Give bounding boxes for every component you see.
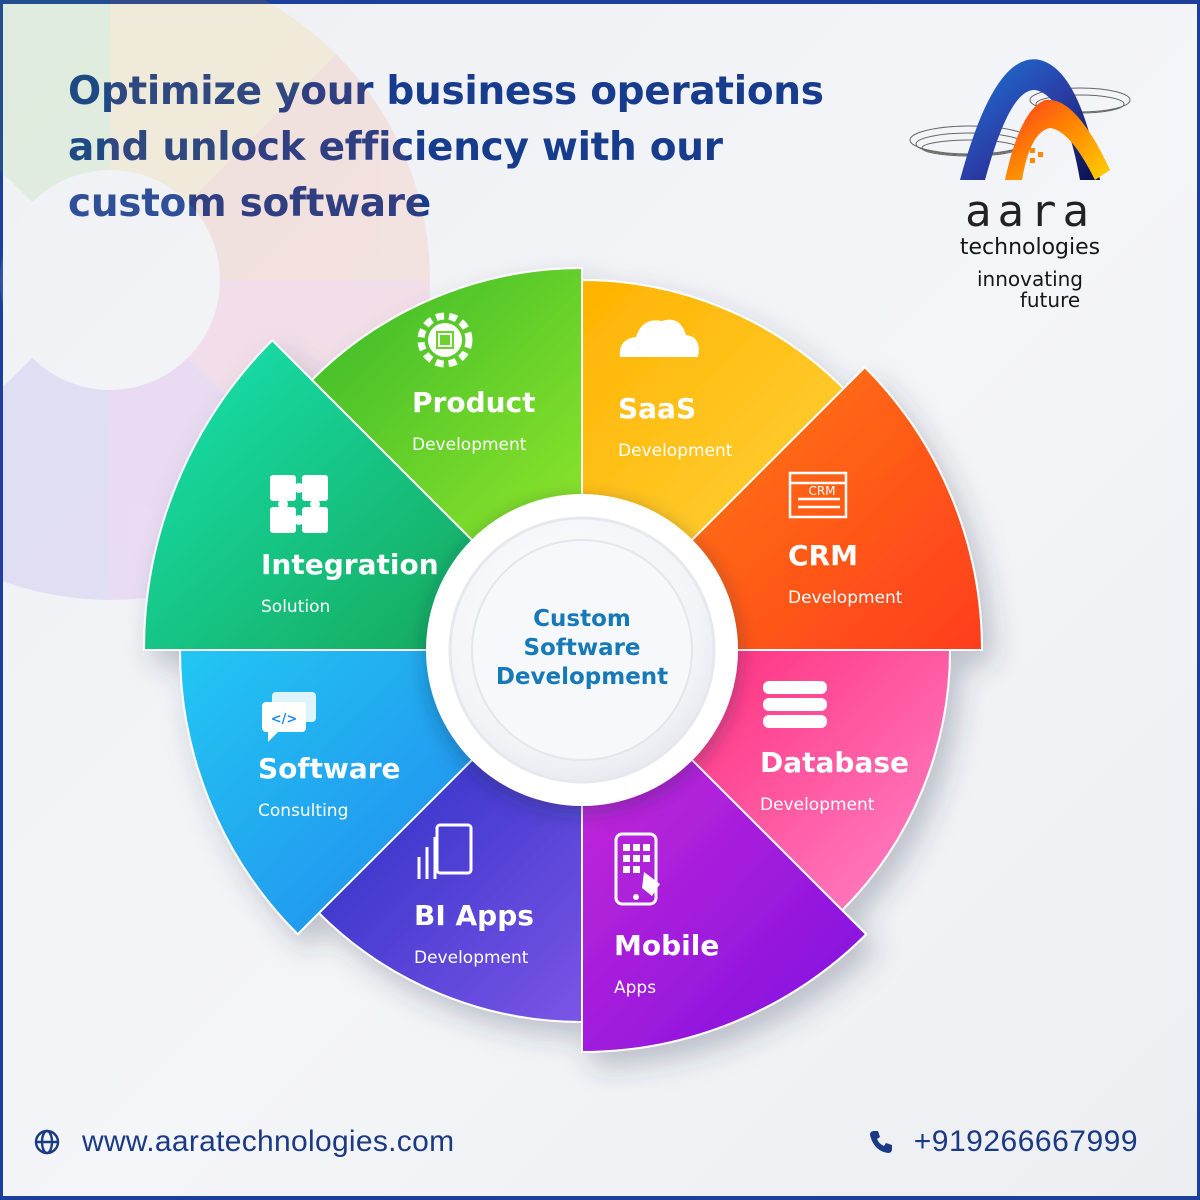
segment-labels: SaaSDevelopmentCRMCRMDevelopmentDatabase… [258,312,909,998]
segment-subtitle: Development [414,948,529,968]
mobile-touch-icon [614,832,660,906]
footer-website[interactable]: www.aaratechnologies.com [34,1120,454,1164]
segment-title: Mobile [614,929,719,962]
segment-title: Software [258,752,401,785]
svg-text:</>: </> [271,712,298,727]
bi-chart-icon [417,823,473,879]
segment-subtitle: Development [618,441,733,461]
cloud-icon [619,319,699,357]
segment-subtitle: Consulting [258,801,348,821]
globe-icon [34,1129,60,1155]
segment-subtitle: Development [412,435,527,455]
center-hub [426,494,738,806]
logo-sub: technologies [959,235,1101,260]
segment-title: SaaS [618,392,696,425]
logo-brand: aara [965,186,1095,237]
logo-tagline-1: innovating [976,267,1083,291]
headline-line-2: and unlock efficiency with our [68,125,723,170]
database-icon [763,681,827,728]
center-line-1: Custom [533,606,631,632]
code-chat-icon: </> [262,692,316,742]
frame-border-left [0,0,3,1200]
segment-title: Product [412,386,536,419]
center-line-3: Development [496,664,668,690]
segment-title: Integration [261,548,439,581]
footer-phone[interactable]: +919266667999 [868,1120,1138,1164]
segment-subtitle: Solution [261,597,330,617]
crm-icon-text: CRM [808,484,835,498]
phone-icon [869,1131,892,1153]
center-line-2: Software [523,635,640,661]
website-text[interactable]: www.aaratechnologies.com [82,1125,455,1158]
logo-wordmark: aara technologies innovating future [915,186,1145,312]
headline-line-3: custom software [68,176,808,232]
puzzle-icon [270,475,328,533]
headline: Optimize your business operations and un… [68,64,824,232]
phone-text[interactable]: +919266667999 [913,1125,1138,1158]
segment-subtitle: Apps [614,978,656,998]
center-label: Custom Software Development [496,606,668,690]
logo-tagline-2: future [1019,288,1081,312]
segment-subtitle: Development [788,588,903,608]
crm-window-icon: CRM [788,471,848,519]
segment-title: Database [760,746,909,779]
aara-logo-graphic [909,59,1131,180]
frame-border-right [1197,0,1200,1200]
segment-subtitle: Development [760,795,875,815]
headline-line-1: Optimize your business operations [68,69,824,114]
segment-title: CRM [788,539,858,572]
gear-box-icon [417,312,473,368]
segment-title: BI Apps [414,899,534,932]
